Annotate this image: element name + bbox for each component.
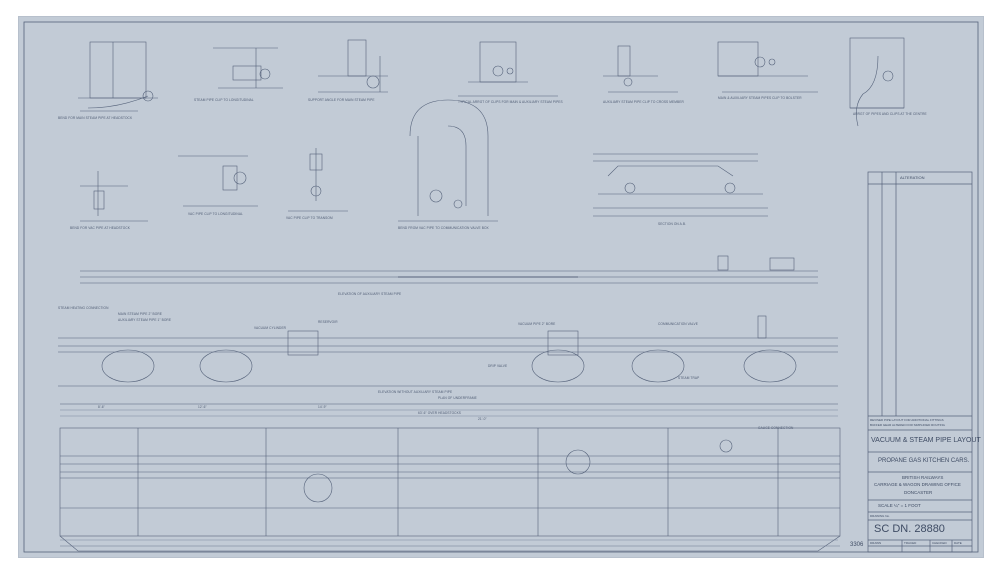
traced-label: TRACED	[904, 541, 917, 545]
label-drip-vac: BEND FROM VAC PIPE TO COMMUNICATION VALV…	[398, 226, 489, 230]
border-frame	[23, 21, 979, 553]
callout-reservoir: RESERVOIR	[318, 320, 338, 324]
label-elevation-aux: ELEVATION OF AUXILIARY STEAM PIPE	[338, 292, 402, 296]
plan-underframe	[59, 403, 841, 552]
dimension-1: 8'-6"	[98, 405, 105, 409]
dimension-3: 14'-9"	[318, 405, 327, 409]
callout-drip-valve: DRIP VALVE	[488, 364, 508, 368]
callout-gauge: GAUGE CONNECTION	[758, 426, 794, 430]
dimension-overall: 63'-6" OVER HEADSTOCKS	[418, 411, 462, 415]
scale-text: SCALE ¼" = 1 FOOT	[878, 503, 921, 508]
elevation-aux-steam	[80, 255, 818, 284]
detail-support-angle	[318, 39, 388, 93]
detail-aux-clip	[603, 45, 678, 93]
callout-steam-trap: STEAM TRAP	[678, 376, 700, 380]
label-vac-clip-long: VAC PIPE CLIP TO LONGITUDINAL	[188, 212, 243, 216]
label-bend-main-steam: BEND FOR MAIN STEAM PIPE AT HEADSTOCK	[58, 116, 133, 120]
revision-note-1: REVISED PIPE LAYOUT FOR ADDITIONAL FITTI…	[870, 418, 944, 422]
dimension-lines	[60, 409, 838, 541]
org-line-3: DONCASTER	[904, 490, 933, 495]
date-label: DATE	[954, 541, 962, 545]
org-line-2: CARRIAGE & WAGON DRAWING OFFICE	[874, 482, 961, 487]
detail-drip-vac	[398, 99, 498, 222]
callout-steam-heating: STEAM HEATING CONNECTION	[58, 306, 109, 310]
detail-vac-clip-long	[178, 155, 258, 207]
callout-aux-steam: AUXILIARY STEAM PIPE 1" BORE	[118, 318, 172, 322]
label-steam-clip: STEAM PIPE CLIP TO LONGITUDINAL	[194, 98, 254, 102]
technical-drawing	[23, 21, 979, 553]
drawing-sheet: BEND FOR MAIN STEAM PIPE AT HEADSTOCK ST…	[18, 16, 984, 558]
drawing-title: VACUUM & STEAM PIPE LAYOUT	[871, 437, 981, 444]
label-elevation-main: ELEVATION WITHOUT AUXILIARY STEAM PIPE	[378, 390, 453, 394]
detail-bend-main-steam	[78, 41, 158, 112]
callout-vac-pipe: VACUUM PIPE 2" BORE	[518, 322, 556, 326]
label-support-angle: SUPPORT ANGLE FOR MAIN STEAM PIPE	[308, 98, 375, 102]
elevation-main	[58, 315, 838, 387]
title-block-frame	[867, 171, 973, 553]
detail-bend-vac	[80, 171, 148, 222]
sheet-stamp: 3306	[850, 542, 864, 548]
label-plan: PLAN OF UNDERFRAME	[438, 396, 477, 400]
detail-typical-clips	[458, 41, 558, 97]
revision-header: ALTERATION	[900, 175, 925, 180]
org-line-1: BRITISH RAILWAYS	[902, 475, 944, 480]
callout-comm-valve: COMMUNICATION VALVE	[658, 322, 698, 326]
detail-bolster-clip	[717, 41, 818, 93]
label-centre-arrgt: ARRGT OF PIPES AND CLIPS AT THE CENTRE	[853, 112, 927, 116]
label-typical-clips: TYPICAL ARRGT OF CLIPS FOR MAIN & AUXILI…	[458, 100, 563, 104]
drawing-subtitle: PROPANE GAS KITCHEN CARS.	[878, 458, 970, 464]
detail-centre-arrgt	[849, 37, 905, 127]
label-section-ab: SECTION ON A.B.	[658, 222, 687, 226]
drawing-number: SC DN. 28880	[874, 523, 945, 535]
label-bolster-clip: MAIN & AUXILIARY STEAM PIPES CLIP TO BOL…	[718, 96, 802, 100]
callout-vac-cylinder: VACUUM CYLINDER	[254, 326, 287, 330]
checked-label: CHECKED	[932, 541, 947, 545]
detail-vac-clip-transom	[288, 148, 348, 212]
label-bend-vac: BEND FOR VAC PIPE AT HEADSTOCK	[70, 226, 130, 230]
revision-note-2: BUFFER GEAR ALTERED FOR SIMPLIFIED ROUTI…	[870, 423, 945, 427]
callout-main-steam: MAIN STEAM PIPE 2" BORE	[118, 312, 162, 316]
drawing-no-label: DRAWING No.	[870, 514, 890, 518]
label-aux-clip: AUXILIARY STEAM PIPE CLIP TO CROSS MEMBE…	[603, 100, 684, 104]
detail-steam-clip	[213, 47, 283, 89]
detail-section-ab	[593, 153, 768, 217]
label-vac-clip-transom: VAC PIPE CLIP TO TRANSOM	[286, 216, 333, 220]
drawn-label: DRAWN	[870, 541, 882, 545]
dimension-4: 21'-0"	[478, 417, 487, 421]
dimension-2: 12'-6"	[198, 405, 207, 409]
